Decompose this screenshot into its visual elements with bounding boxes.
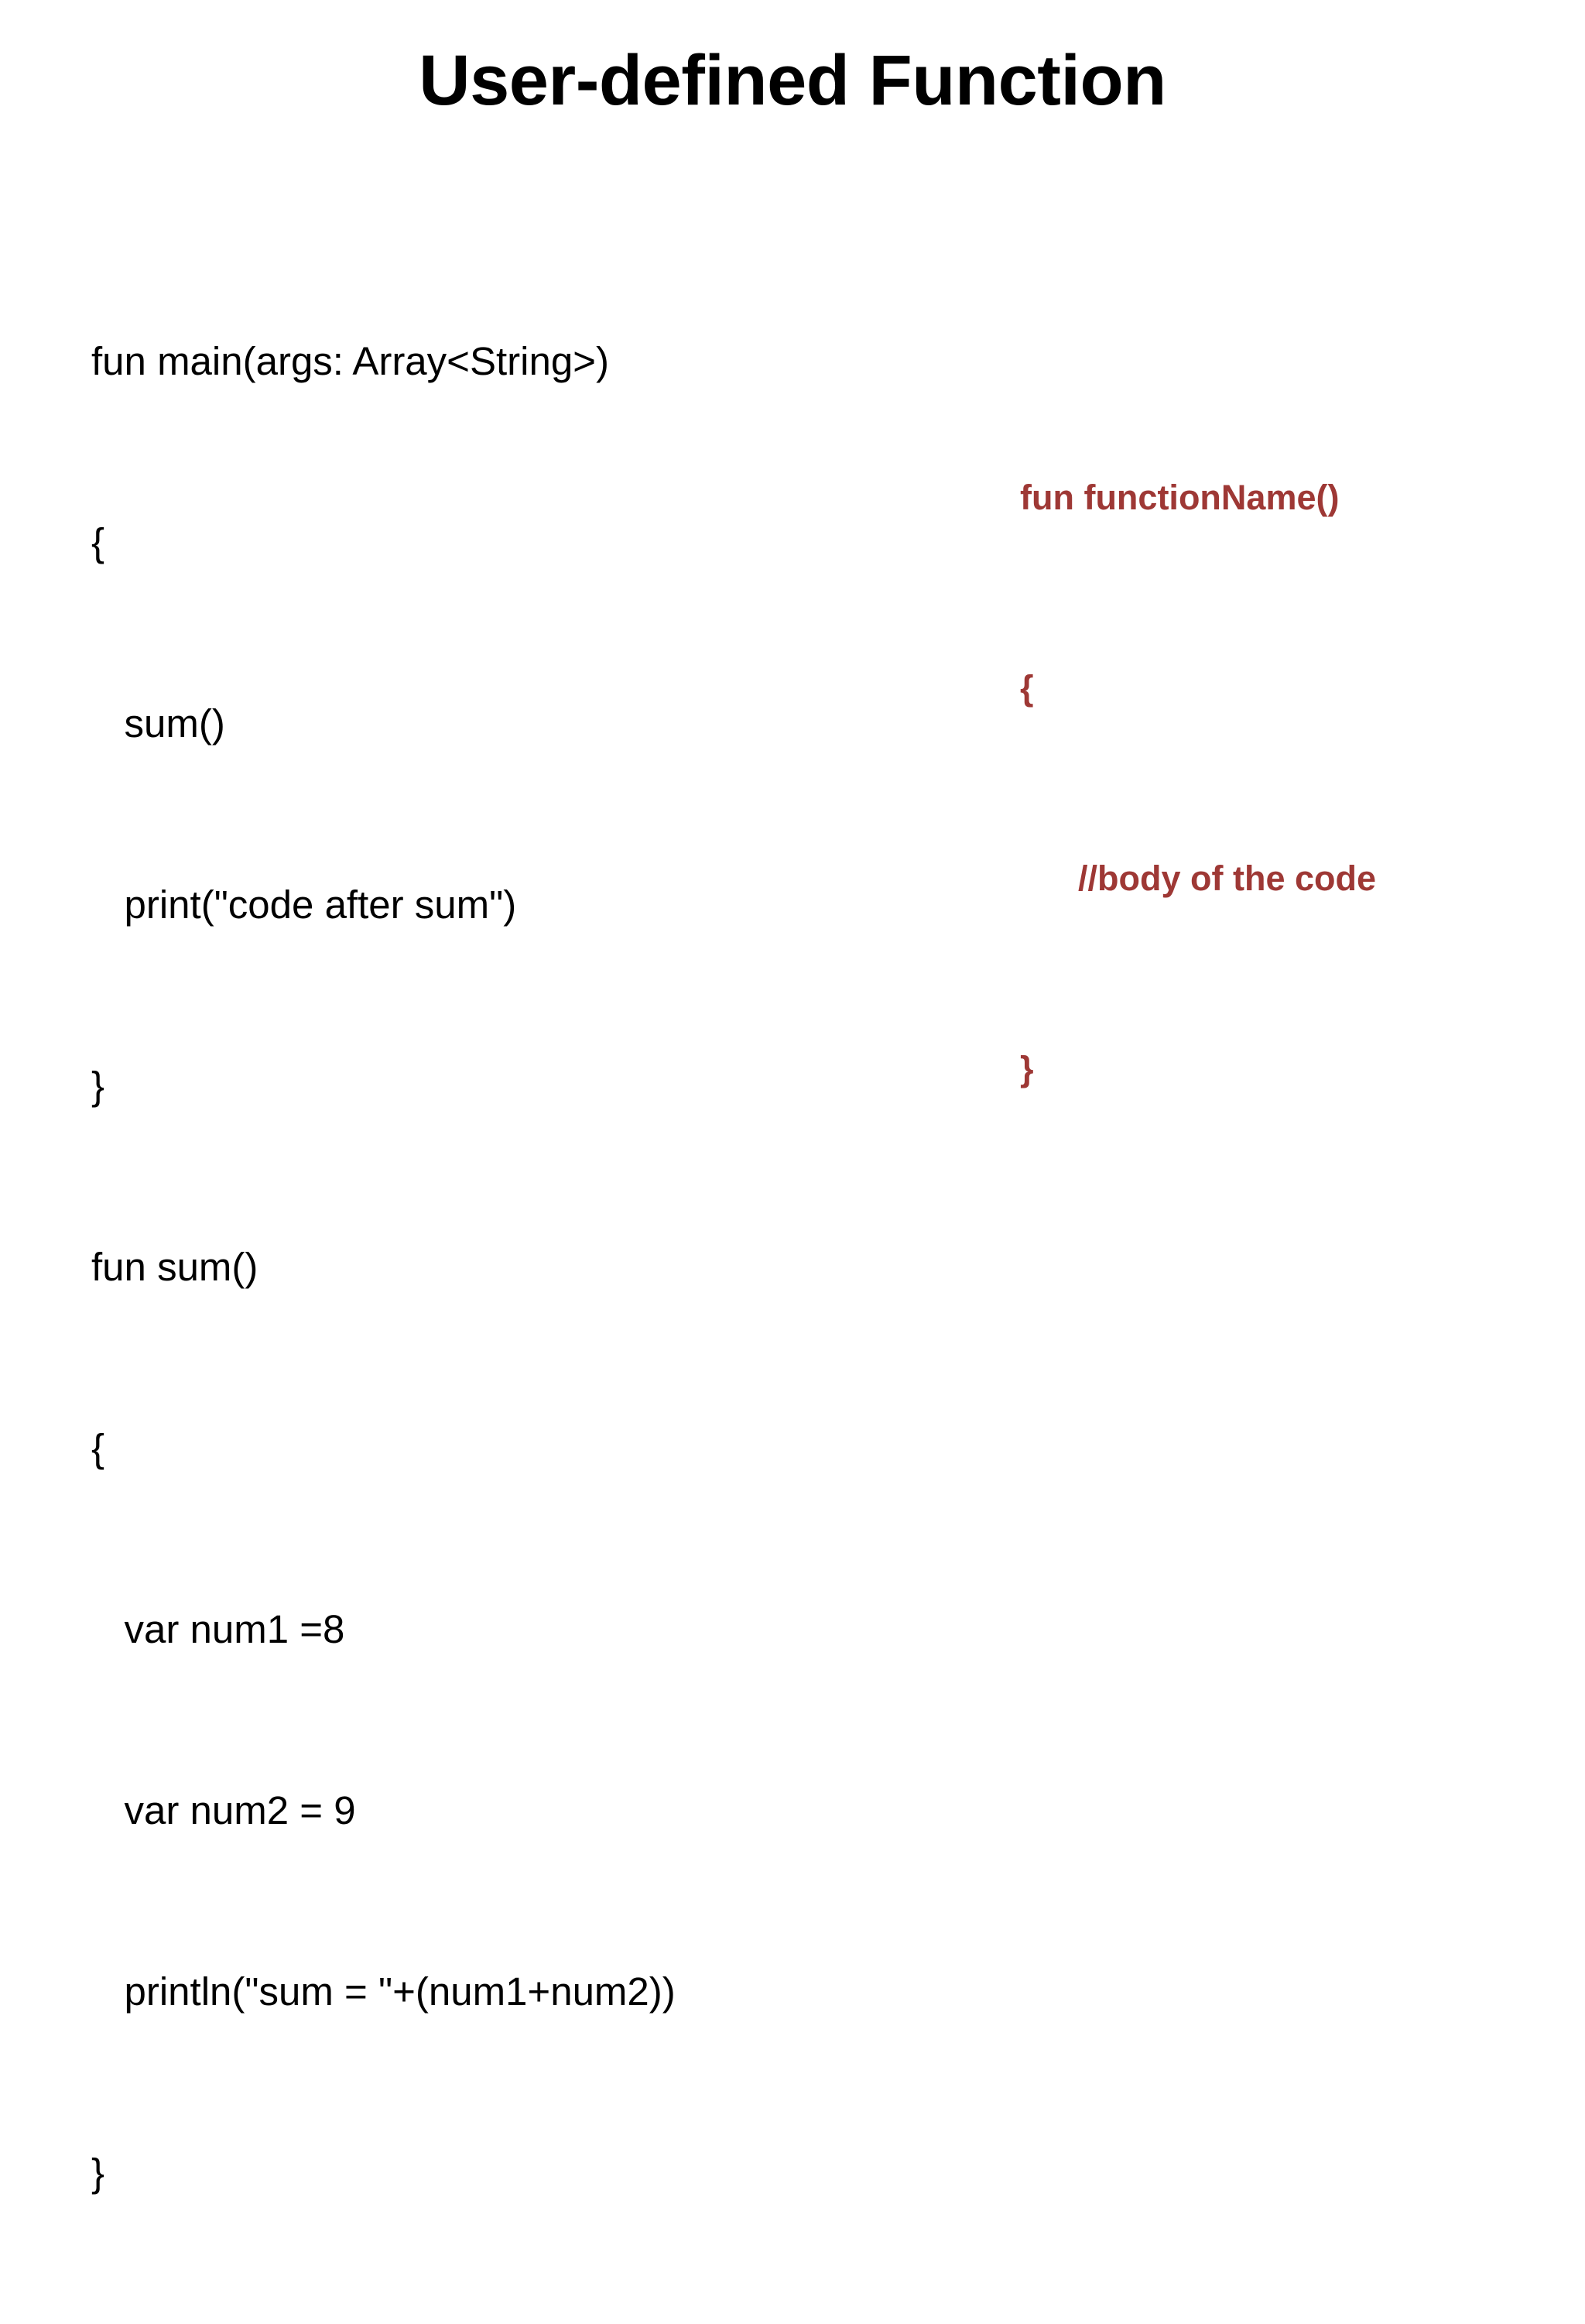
page-title: User-defined Function <box>419 41 1166 120</box>
code-line: print("code after sum") <box>91 883 517 927</box>
syntax-line: } <box>1020 1049 1034 1088</box>
code-line: fun sum() <box>91 1245 258 1289</box>
syntax-line: fun functionName() <box>1020 478 1340 517</box>
example-code-block: fun main(args: Array<String>) { sum() pr… <box>91 211 1005 2324</box>
syntax-line: { <box>1020 668 1034 708</box>
code-line: var num1 =8 <box>91 1607 345 1651</box>
slide-canvas: User-defined Function fun main(args: Arr… <box>91 41 1377 2195</box>
syntax-line: //body of the code <box>1020 859 1377 898</box>
code-line: { <box>91 1426 105 1470</box>
code-line: fun main(args: Array<String>) <box>91 339 609 383</box>
code-line: } <box>91 1064 105 1108</box>
function-syntax-block: fun functionName() { //body of the code … <box>1020 339 1562 1228</box>
code-line: var num2 = 9 <box>91 1788 356 1832</box>
code-line: sum() <box>91 701 225 746</box>
code-line: } <box>91 2151 105 2195</box>
code-line: { <box>91 520 105 564</box>
code-line: println("sum = "+(num1+num2)) <box>91 1969 676 2014</box>
